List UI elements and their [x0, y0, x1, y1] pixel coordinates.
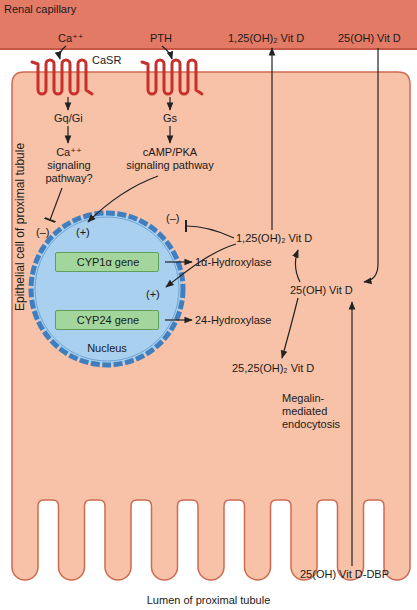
enzyme-label: 24-Hydroxylase: [195, 314, 271, 327]
sign-label: (–): [36, 226, 49, 239]
g-protein-label: Gs: [163, 112, 177, 125]
process-label: Megalin-mediated endocytosis: [282, 392, 350, 431]
nucleus-circle: CYP1α geneCYP24 geneNucleus: [28, 210, 186, 368]
gene-box: CYP1α gene: [55, 252, 159, 272]
sign-label: (+): [146, 288, 160, 301]
region-label: Lumen of proximal tubule: [0, 594, 417, 607]
gene-box: CYP24 gene: [55, 310, 159, 330]
receptor-label: CaSR: [92, 54, 121, 67]
sign-label: (–): [166, 212, 179, 225]
g-protein-label: Gq/Gi: [54, 112, 83, 125]
molecule-label: 25(OH) Vit D-DBP: [300, 568, 389, 581]
pathway-label: Ca⁺⁺ signaling pathway?: [38, 146, 100, 185]
sign-label: (+): [76, 226, 90, 239]
gene-label: CYP24 gene: [56, 311, 160, 331]
molecule-label: 1,25(OH)₂ Vit D: [228, 32, 304, 45]
enzyme-label: 1α-Hydroxylase: [195, 256, 272, 269]
molecule-label: 25,25(OH)₂ Vit D: [232, 362, 314, 375]
molecule-label: 25(OH) Vit D: [290, 284, 353, 297]
molecule-label: Ca⁺⁺: [58, 32, 84, 45]
nuclear-envelope-inner: [35, 217, 179, 361]
region-title: Epithelial cell of proximal tubule: [14, 102, 28, 352]
cell-body: [12, 72, 410, 580]
molecule-label: 25(OH) Vit D: [338, 32, 401, 45]
organelle-label: Nucleus: [28, 342, 186, 355]
molecule-label: 1,25(OH)₂ Vit D: [236, 232, 312, 245]
hormone-label: PTH: [150, 32, 172, 45]
region-title: Renal capillary: [4, 3, 76, 16]
gene-label: CYP1α gene: [56, 253, 160, 273]
pathway-label: cAMP/PKA signaling pathway: [124, 146, 216, 172]
